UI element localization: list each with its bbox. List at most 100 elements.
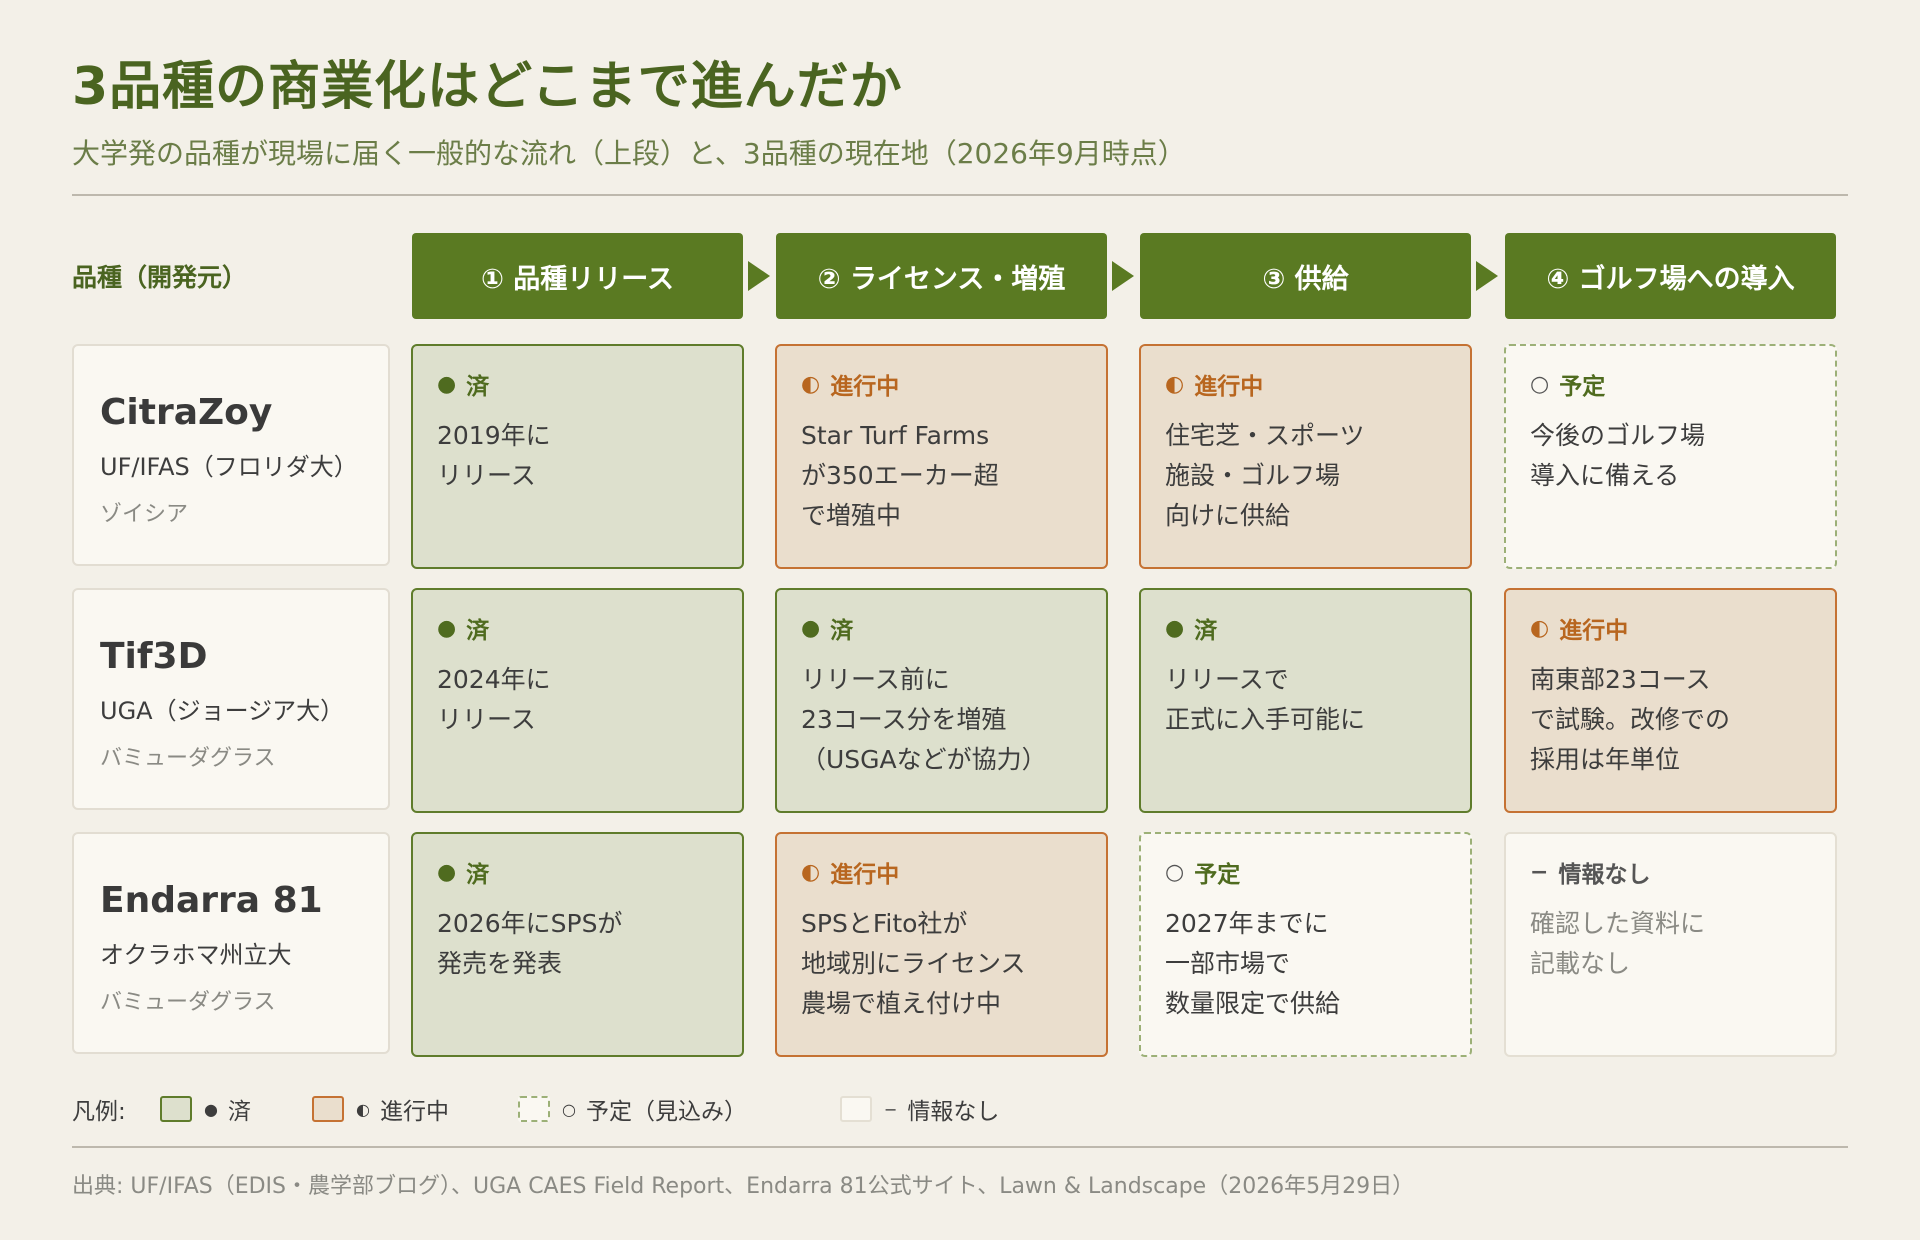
legend-swatch [160, 1096, 192, 1122]
status-in-progress-icon: ◐ [1165, 371, 1185, 397]
cell-text: 地域別にライセンス [801, 949, 1026, 978]
variety-grass-type: バミューダグラス [100, 746, 276, 771]
cell-text: SPSとFito社が [801, 909, 968, 938]
variety-card-endarra-81: Endarra 81 オクラホマ州立大 バミューダグラス [72, 832, 390, 1054]
cell-text: 施設・ゴルフ場 [1165, 461, 1341, 490]
footer-divider [72, 1146, 1848, 1148]
stage-header-release: ① 品種リリース [412, 233, 743, 319]
status-badge: ○予定 [1165, 856, 1470, 889]
status-no-info-icon: − [1530, 859, 1549, 885]
status-cell: ●済 リリースで 正式に入手可能に [1139, 588, 1472, 813]
status-cell: ◐ 進行中 Star Turf Farms が350エーカー超 で増殖中 [775, 344, 1108, 569]
legend-label: 予定（見込み） [585, 1099, 747, 1125]
cell-text: 2026年にSPSが [437, 909, 623, 938]
legend-label: 済 [227, 1099, 251, 1125]
cell-text: （USGAなどが協力） [801, 745, 1047, 774]
cell-text: リリースで [1165, 665, 1289, 694]
status-label: 済 [466, 374, 490, 400]
variety-grass-type: ゾイシア [100, 502, 189, 527]
status-badge: ◐ 進行中 [801, 856, 1106, 889]
status-label: 済 [1194, 618, 1218, 644]
stage-arrow [1112, 261, 1134, 291]
variety-card-citrazoy: CitraZoy UF/IFAS（フロリダ大） ゾイシア [72, 344, 390, 566]
legend-label: 情報なし [907, 1099, 1000, 1125]
status-badge: ●済 [437, 612, 742, 645]
cell-text: 確認した資料に [1530, 909, 1706, 938]
cell-text: 発売を発表 [437, 949, 563, 978]
legend-swatch [518, 1096, 550, 1122]
variety-column-label: 品種（開発元） [72, 263, 248, 292]
legend: 凡例: [72, 1092, 126, 1126]
cell-text: 住宅芝・スポーツ [1165, 421, 1365, 450]
legend-item-done: ● 済 [160, 1092, 251, 1126]
legend-planned-icon: ○ [562, 1099, 576, 1119]
status-badge: ○予定 [1530, 368, 1835, 401]
status-label: 済 [466, 862, 490, 888]
variety-card-tif3d: Tif3D UGA（ジョージア大） バミューダグラス [72, 588, 390, 810]
legend-in-progress-icon: ◐ [356, 1099, 370, 1119]
stage-header-golf-adoption: ④ ゴルフ場への導入 [1505, 233, 1836, 319]
legend-label: 進行中 [379, 1099, 449, 1125]
cell-text: 正式に入手可能に [1165, 705, 1366, 734]
status-cell: ◐進行中 SPSとFito社が 地域別にライセンス 農場で植え付け中 [775, 832, 1108, 1057]
cell-text: 一部市場で [1165, 949, 1291, 978]
cell-text: 向けに供給 [1165, 501, 1291, 530]
cell-text: 採用は年単位 [1530, 745, 1681, 774]
status-label: 進行中 [1559, 618, 1629, 644]
page-title: 3品種の商業化はどこまで進んだか [72, 57, 903, 117]
cell-text: 導入に備える [1530, 461, 1680, 490]
status-cell: ●済 2026年にSPSが 発売を発表 [411, 832, 744, 1057]
status-done-icon: ● [437, 859, 457, 885]
status-cell: −情報なし 確認した資料に 記載なし [1504, 832, 1837, 1057]
cell-text: 記載なし [1530, 949, 1631, 978]
status-cell: ●済 2024年に リリース [411, 588, 744, 813]
variety-name: Endarra 81 [100, 880, 323, 921]
variety-developer: オクラホマ州立大 [100, 941, 292, 969]
stage-arrow [748, 261, 770, 291]
variety-name: CitraZoy [100, 392, 273, 433]
cell-text: で試験。改修での [1530, 705, 1731, 734]
status-badge: ●済 [1165, 612, 1470, 645]
cell-text: が350エーカー超 [801, 461, 999, 490]
status-in-progress-icon: ◐ [801, 859, 821, 885]
status-cell: ●済 2019年に リリース [411, 344, 744, 569]
variety-name: Tif3D [100, 636, 208, 677]
status-label: 進行中 [830, 862, 900, 888]
legend-item-planned: ○ 予定（見込み） [518, 1092, 747, 1126]
status-badge: ●済 [437, 856, 742, 889]
page-subtitle: 大学発の品種が現場に届く一般的な流れ（上段）と、3品種の現在地（2026年9月時… [72, 137, 1186, 170]
cell-text: Star Turf Farms [801, 421, 990, 450]
status-label: 予定 [1194, 862, 1241, 888]
status-cell: ◐ 進行中 住宅芝・スポーツ 施設・ゴルフ場 向けに供給 [1139, 344, 1472, 569]
status-label: 進行中 [1194, 374, 1264, 400]
stage-header-license: ② ライセンス・増殖 [776, 233, 1107, 319]
cell-text: で増殖中 [801, 501, 902, 530]
status-done-icon: ● [1165, 615, 1185, 641]
status-done-icon: ● [437, 371, 457, 397]
legend-no-info-icon: − [884, 1099, 898, 1119]
cell-text: 23コース分を増殖 [801, 705, 1007, 734]
legend-done-icon: ● [204, 1099, 218, 1119]
status-planned-icon: ○ [1530, 371, 1550, 397]
variety-developer: UF/IFAS（フロリダ大） [100, 453, 358, 481]
header-divider [72, 194, 1848, 196]
status-in-progress-icon: ◐ [801, 371, 821, 397]
variety-grass-type: バミューダグラス [100, 990, 276, 1015]
status-badge: ◐ 進行中 [1165, 368, 1470, 401]
cell-text: 今後のゴルフ場 [1530, 421, 1706, 450]
legend-item-no-info: − 情報なし [840, 1092, 999, 1126]
status-badge: ◐ 進行中 [1530, 612, 1835, 645]
cell-text: リリース [437, 461, 536, 490]
status-badge: ◐ 進行中 [801, 368, 1106, 401]
status-in-progress-icon: ◐ [1530, 615, 1550, 641]
status-label: 済 [466, 618, 490, 644]
legend-title: 凡例: [72, 1099, 126, 1125]
cell-text: 2019年に [437, 421, 551, 450]
cell-text: リリース前に [801, 665, 950, 694]
status-badge: ●済 [437, 368, 742, 401]
status-done-icon: ● [437, 615, 457, 641]
status-label: 進行中 [830, 374, 900, 400]
stage-header-supply: ③ 供給 [1140, 233, 1471, 319]
source-note: 出典: UF/IFAS（EDIS・農学部ブログ）、UGA CAES Field … [72, 1174, 1415, 1199]
variety-developer: UGA（ジョージア大） [100, 697, 345, 725]
